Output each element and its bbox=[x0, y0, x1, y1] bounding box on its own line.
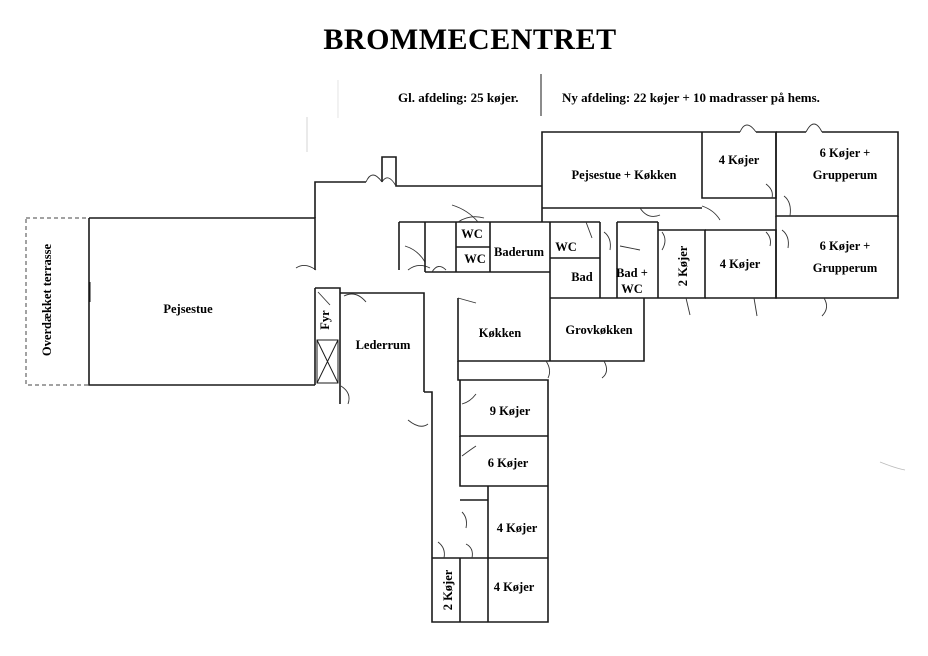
room-four-bunks-b bbox=[705, 229, 777, 317]
room-label-wc-3: WC bbox=[555, 240, 577, 254]
room-label-six-bunks-a-1: 6 Køjer + bbox=[820, 146, 871, 160]
room-lederrum bbox=[339, 292, 425, 405]
room-six-bunks-c bbox=[459, 436, 548, 487]
room-two-bunks-south bbox=[432, 541, 489, 622]
new-wing-note: Ny afdeling: 22 køjer + 10 madrasser på … bbox=[562, 90, 820, 105]
room-label-grovkokken: Grovkøkken bbox=[565, 323, 632, 337]
room-label-six-bunks-a-2: Grupperum bbox=[813, 168, 878, 182]
room-label-terrace: Overdækket terrasse bbox=[40, 243, 54, 356]
room-label-four-bunks-b: 4 Køjer bbox=[720, 257, 761, 271]
kitchen-block bbox=[457, 297, 645, 379]
terrace-outline bbox=[25, 217, 90, 386]
room-six-bunks-b bbox=[775, 216, 899, 317]
room-fyr bbox=[314, 287, 341, 385]
corridor-walls bbox=[314, 156, 550, 271]
room-label-six-bunks-b-1: 6 Køjer + bbox=[820, 239, 871, 253]
room-four-bunks-c bbox=[460, 486, 548, 559]
old-wing-note: Gl. afdeling: 25 køjer. bbox=[398, 90, 519, 105]
south-wing-walls bbox=[407, 361, 549, 623]
room-label-wc-1: WC bbox=[461, 227, 483, 241]
bathroom-block bbox=[424, 222, 551, 298]
room-label-pejsestue: Pejsestue bbox=[163, 302, 213, 316]
room-label-pejsestue-kokken: Pejsestue + Køkken bbox=[571, 168, 676, 182]
room-label-fyr: Fyr bbox=[318, 310, 332, 330]
room-label-lederrum: Lederrum bbox=[356, 338, 411, 352]
room-label-two-bunks-east: 2 Køjer bbox=[676, 245, 690, 286]
room-label-six-bunks-c: 6 Køjer bbox=[488, 456, 529, 470]
room-label-baderum: Baderum bbox=[494, 245, 545, 259]
bath-rooms-east bbox=[550, 221, 659, 299]
room-label-bad-wc-2: WC bbox=[621, 282, 643, 296]
room-label-bad-wc-1: Bad + bbox=[616, 266, 648, 280]
plan-title: BROMMECENTRET bbox=[323, 23, 616, 56]
room-label-bad: Bad bbox=[571, 270, 593, 284]
scan-edge-mark bbox=[879, 461, 906, 471]
room-label-six-bunks-b-2: Grupperum bbox=[813, 261, 878, 275]
room-label-two-bunks-south: 2 Køjer bbox=[441, 569, 455, 610]
room-label-wc-2: WC bbox=[464, 252, 486, 266]
room-label-four-bunks-a: 4 Køjer bbox=[719, 153, 760, 167]
room-label-four-bunks-d: 4 Køjer bbox=[494, 580, 535, 594]
room-label-nine-bunks: 9 Køjer bbox=[490, 404, 531, 418]
room-two-bunks-east bbox=[658, 229, 706, 316]
room-label-four-bunks-c: 4 Køjer bbox=[497, 521, 538, 535]
room-label-kokken: Køkken bbox=[479, 326, 521, 340]
room-pejsestue-kokken bbox=[541, 131, 721, 222]
